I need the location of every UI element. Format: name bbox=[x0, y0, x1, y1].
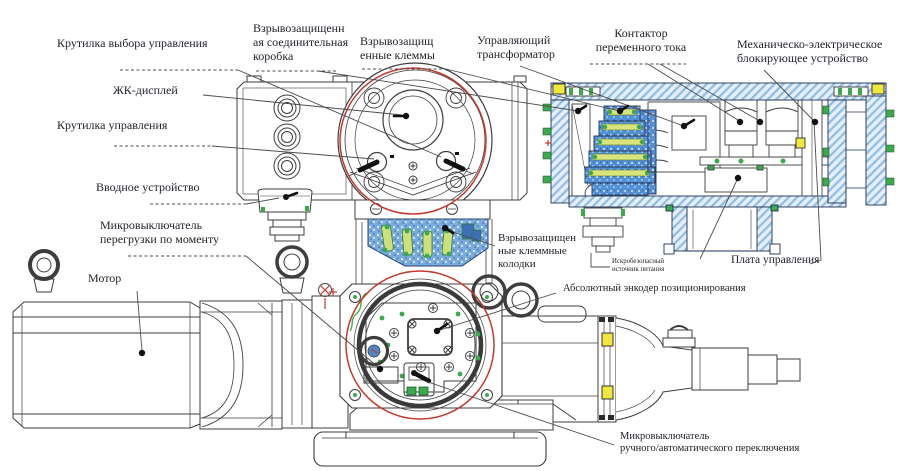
label-lcd-display: ЖК-дисплей bbox=[113, 83, 178, 97]
selector-knobs bbox=[348, 150, 474, 185]
label-motor: Мотор bbox=[88, 271, 122, 285]
label-torque-overload-microswitch: Микровыключатель перегрузки по моменту bbox=[100, 218, 220, 246]
red-mark-icon bbox=[329, 288, 337, 296]
transformer bbox=[647, 101, 721, 173]
lifting-ring-icon bbox=[471, 274, 507, 310]
red-highlight-circle bbox=[345, 270, 495, 420]
lcd-window bbox=[382, 89, 444, 151]
label-control-selector-knob: Крутилка выбора управления bbox=[57, 36, 208, 50]
dot-handles bbox=[284, 104, 696, 333]
label-cable-entry-device: Вводное устройство bbox=[96, 180, 200, 194]
label-control-board: Плата управления bbox=[731, 254, 820, 266]
striped-bolt-icon bbox=[565, 86, 869, 97]
flange-corner-screws bbox=[349, 291, 493, 401]
label-ex-terminals: Взрывозащищ енные клеммы bbox=[360, 34, 435, 62]
label-manual-auto-microswitch: Микровыключатель ручного/автоматического… bbox=[620, 431, 800, 455]
gear-housing-drawing bbox=[329, 219, 539, 420]
lifting-ring-icon bbox=[503, 282, 539, 318]
red-highlight-circle bbox=[339, 67, 487, 215]
actuator-front-view bbox=[236, 62, 528, 267]
label-intrinsically-safe-power: Искробезопасный источник питания bbox=[612, 258, 665, 273]
eye-bolt-icon bbox=[275, 245, 309, 279]
cable-entry-ports bbox=[273, 94, 301, 180]
label-control-knob: Крутилка управления bbox=[57, 118, 168, 132]
label-mech-electric-interlock: Механическо-электрическое блокирующее ус… bbox=[737, 37, 883, 65]
label-ex-junction-box: Взрывозащищенн ая соединительная коробка bbox=[253, 21, 349, 63]
wall-bolt-bumps bbox=[542, 103, 895, 187]
bolt-lugs bbox=[363, 87, 467, 193]
eye-bolt-icon bbox=[28, 249, 60, 281]
torque-switch-dial bbox=[358, 335, 390, 367]
output-shaft-drawing bbox=[490, 305, 801, 423]
dashed-underlines bbox=[114, 63, 686, 257]
base-drawing bbox=[313, 399, 577, 467]
ac-contactors bbox=[724, 99, 799, 158]
safe-power-vent bbox=[581, 207, 625, 253]
terminal-studs bbox=[381, 223, 482, 259]
callout-dots bbox=[138, 107, 819, 376]
label-ex-terminal-blocks: Взрывозащищен ные клеммные колодки bbox=[498, 232, 577, 270]
green-screw-dots bbox=[377, 311, 481, 379]
leader-lines bbox=[114, 63, 822, 446]
cross-section-view bbox=[542, 82, 895, 255]
motor-drawing bbox=[12, 245, 349, 430]
corner-bolt-icon bbox=[871, 83, 885, 95]
manual-auto-switch bbox=[403, 362, 435, 397]
cable-entry-unit bbox=[257, 188, 313, 242]
ex-terminal-stack bbox=[584, 105, 669, 196]
corner-bolt-icon bbox=[552, 83, 566, 95]
label-ac-contactor: Контактор переменного тока bbox=[595, 26, 687, 54]
label-control-transformer: Управляющий трансформатор bbox=[477, 33, 555, 61]
label-absolute-position-encoder: Абсолютный энкодер позиционирования bbox=[563, 283, 746, 294]
